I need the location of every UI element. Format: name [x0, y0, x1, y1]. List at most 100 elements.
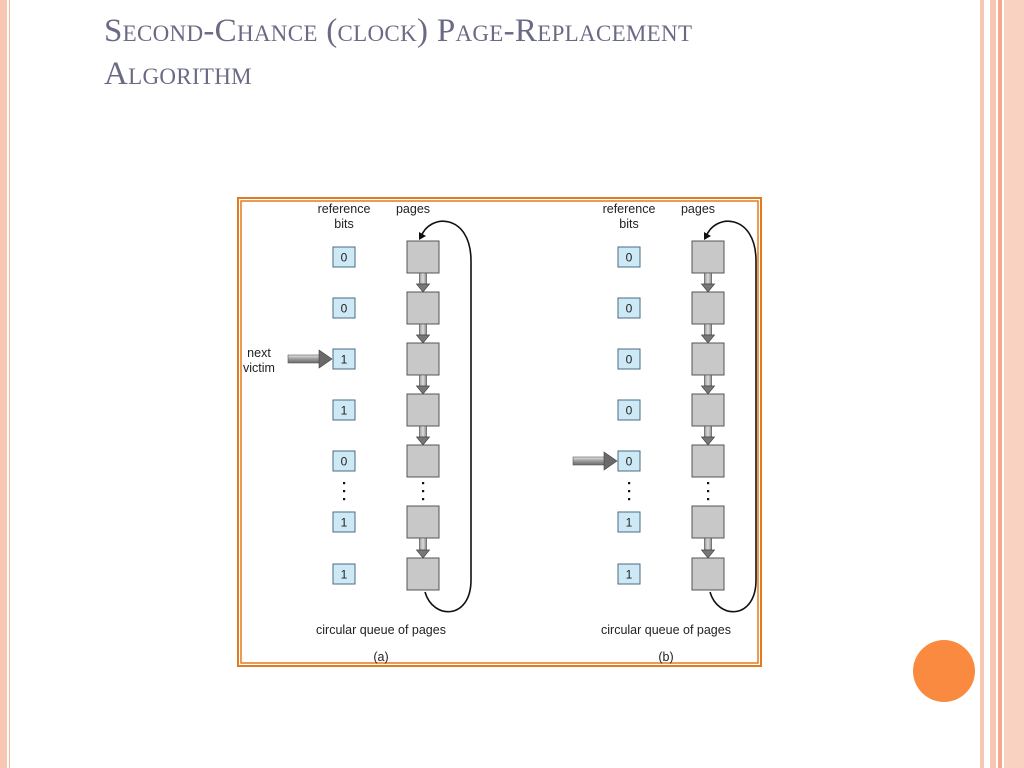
ellipsis-dot	[343, 482, 346, 485]
reference-bit-value: 0	[626, 455, 633, 469]
ellipsis-dot	[707, 498, 710, 501]
reference-bit-value: 0	[341, 302, 348, 316]
left-decor-strip	[0, 0, 7, 768]
reference-bit-value: 1	[626, 568, 633, 582]
next-page-arrow-shaft	[419, 537, 427, 551]
next-page-arrowhead	[700, 436, 716, 446]
slide-title: Second-Chance (clock) Page-Replacement A…	[104, 10, 884, 96]
reference-bit-value: 1	[341, 404, 348, 418]
right-decor-stripes	[980, 0, 1024, 768]
accent-circle	[913, 640, 975, 702]
reference-bit-value: 1	[341, 516, 348, 530]
reference-bit-box	[332, 399, 356, 421]
next-page-arrowhead	[700, 283, 716, 293]
next-page-arrowhead	[415, 283, 431, 293]
next-victim-label-2: victim	[243, 361, 275, 375]
reference-bit-box	[332, 450, 356, 472]
page-box	[691, 505, 725, 539]
caption-circular-queue: circular queue of pages	[601, 623, 731, 637]
title-line-2: Algorithm	[104, 56, 252, 92]
page-box	[691, 393, 725, 427]
page-box	[406, 240, 440, 274]
reference-bit-box	[617, 563, 641, 585]
ellipsis-dot	[422, 490, 425, 493]
reference-bit-box	[332, 511, 356, 533]
reference-bit-box	[332, 246, 356, 268]
next-page-arrow-shaft	[704, 537, 712, 551]
ellipsis-dot	[422, 482, 425, 485]
reference-bit-value: 0	[626, 353, 633, 367]
next-page-arrowhead	[700, 385, 716, 395]
reference-bit-value: 0	[341, 455, 348, 469]
loop-arrowhead	[704, 232, 711, 240]
reference-bit-box	[617, 246, 641, 268]
diagram-frame-outer	[237, 197, 762, 667]
ellipsis-dot	[422, 498, 425, 501]
page-box	[406, 393, 440, 427]
reference-bit-value: 0	[626, 302, 633, 316]
ellipsis-dot	[628, 498, 631, 501]
ellipsis-dot	[628, 490, 631, 493]
reference-bit-value: 1	[341, 568, 348, 582]
page-box	[406, 557, 440, 591]
reference-bit-value: 0	[626, 404, 633, 418]
reference-bits-header-2: bits	[334, 217, 353, 231]
next-page-arrow-shaft	[419, 374, 427, 387]
reference-bit-value: 0	[626, 251, 633, 265]
page-box	[406, 342, 440, 376]
victim-pointer-shaft	[572, 456, 606, 466]
next-page-arrow-shaft	[419, 323, 427, 336]
reference-bit-box	[617, 297, 641, 319]
reference-bit-value: 1	[341, 353, 348, 367]
reference-bit-box	[617, 399, 641, 421]
page-box	[406, 505, 440, 539]
page-box	[406, 291, 440, 325]
reference-bit-box	[332, 563, 356, 585]
diagram-frame-inner	[240, 200, 759, 664]
panels-layer: referencebitspages0011011nextvictimcircu…	[243, 202, 757, 664]
next-page-arrowhead	[415, 549, 431, 559]
next-page-arrow-shaft	[419, 425, 427, 438]
circular-loop-arrow	[420, 220, 472, 613]
reference-bit-box	[617, 511, 641, 533]
page-box	[406, 444, 440, 478]
circular-loop-arrow	[705, 220, 757, 613]
next-page-arrowhead	[415, 334, 431, 344]
ellipsis-dot	[343, 498, 346, 501]
panel-a: referencebitspages0011011nextvictimcircu…	[243, 202, 472, 664]
page-box	[691, 240, 725, 274]
page-box	[691, 444, 725, 478]
reference-bits-header-2: bits	[619, 217, 638, 231]
caption-circular-queue: circular queue of pages	[316, 623, 446, 637]
next-page-arrowhead	[415, 385, 431, 395]
reference-bit-value: 1	[626, 516, 633, 530]
reference-bit-box	[617, 348, 641, 370]
panel-label: (a)	[373, 650, 388, 664]
ellipsis-dot	[707, 490, 710, 493]
next-page-arrowhead	[700, 334, 716, 344]
ellipsis-dot	[707, 482, 710, 485]
left-decor-line	[9, 0, 10, 768]
victim-pointer-head	[603, 451, 618, 471]
next-page-arrow-shaft	[419, 272, 427, 285]
panel-label: (b)	[658, 650, 673, 664]
next-page-arrow-shaft	[704, 272, 712, 285]
reference-bit-box	[332, 348, 356, 370]
ellipsis-dot	[343, 490, 346, 493]
reference-bits-header: reference	[318, 202, 371, 216]
victim-pointer-shaft	[287, 354, 321, 364]
page-box	[691, 291, 725, 325]
reference-bit-value: 0	[341, 251, 348, 265]
next-page-arrow-shaft	[704, 374, 712, 387]
next-page-arrowhead	[700, 549, 716, 559]
title-line-1: Second-Chance (clock) Page-Replacement	[104, 13, 693, 49]
page-box	[691, 557, 725, 591]
page-box	[691, 342, 725, 376]
loop-arrowhead	[419, 232, 426, 240]
next-page-arrowhead	[415, 436, 431, 446]
pages-header: pages	[681, 202, 715, 216]
reference-bit-box	[617, 450, 641, 472]
clock-algorithm-diagram: referencebitspages0011011nextvictimcircu…	[237, 197, 762, 667]
next-victim-label: next	[247, 346, 271, 360]
